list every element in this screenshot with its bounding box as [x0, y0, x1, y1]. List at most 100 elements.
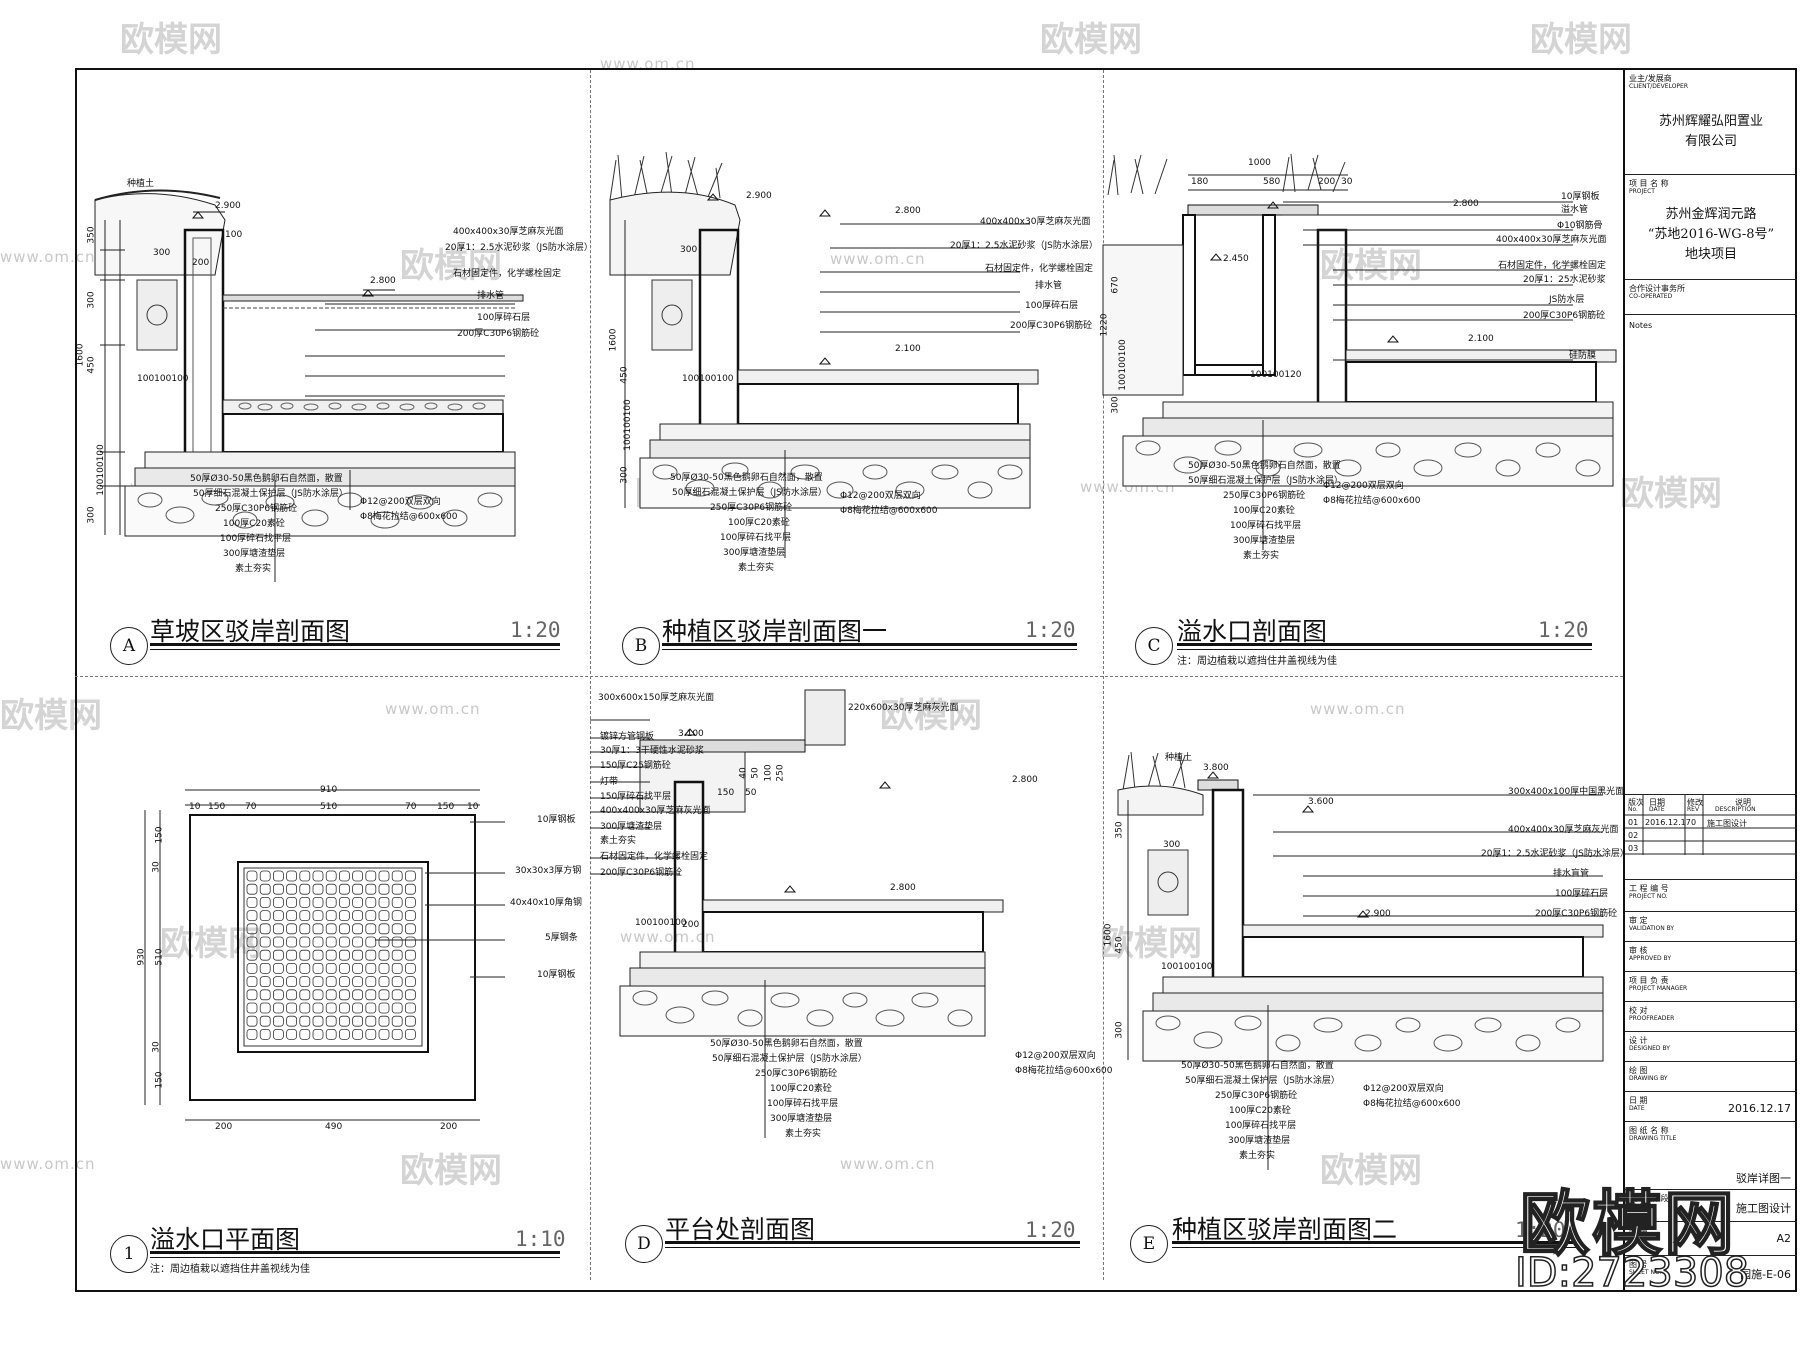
view-scale: 1:20 [1538, 618, 1589, 642]
rev-header: 版次 [1628, 798, 1644, 807]
grate-cell [286, 1028, 298, 1040]
grate-cell [404, 1028, 416, 1040]
grate-cell [286, 883, 298, 895]
grate-cell [272, 936, 284, 948]
section-b-view: 2.900 2.800 2.100 300 1600 450 300 10010… [590, 70, 1103, 670]
grate-cell [246, 910, 258, 922]
grate-cell [338, 883, 350, 895]
material-label: 10厚钢板 [537, 815, 576, 825]
grate-cell [286, 910, 298, 922]
tb-row-label: 项 目 负 责 [1629, 976, 1669, 985]
grate-cell [338, 989, 350, 1001]
grate-cell [404, 896, 416, 908]
material-label: 100厚碎石找平层 [220, 534, 292, 544]
dim-text: 300 [1163, 840, 1181, 850]
grate-cell [246, 1028, 258, 1040]
material-label: 5厚钢条 [545, 933, 578, 943]
view-tag: C [1135, 627, 1173, 665]
dim-text: 1000 [1248, 158, 1271, 168]
grate-cell [378, 923, 390, 935]
dim-text: 200 [215, 1122, 233, 1132]
grate-cell [352, 1015, 364, 1027]
dim-text: 150 [154, 1071, 165, 1089]
grate-cell [391, 896, 403, 908]
grate-cell [286, 936, 298, 948]
grate-cell [404, 923, 416, 935]
view-tag: 1 [110, 1235, 148, 1273]
material-label: 250厚C30P6钢筋砼 [755, 1069, 838, 1079]
elevation-label: 2.100 [895, 344, 921, 354]
view-note: 注：周边植栽以遮挡住井盖视线为佳 [1177, 656, 1337, 667]
view-title: 平台处剖面图 [665, 1215, 816, 1244]
rev-header: 修改 [1687, 798, 1703, 807]
view-title: 溢水口平面图 [150, 1225, 301, 1254]
notes-section: Notes [1625, 315, 1797, 795]
dim-text: 30 [151, 861, 162, 873]
material-label: 硅防膜 [1569, 351, 1597, 361]
grate-cell [272, 883, 284, 895]
tb-row-label: 图 纸 名 称 [1629, 1126, 1669, 1135]
material-label: 100厚碎石层 [477, 313, 531, 323]
grate-cell [325, 1015, 337, 1027]
elevation-label: 2.900 [215, 201, 241, 211]
watermark-logo: 欧模网 [0, 696, 102, 736]
tb-row-label: 日 期 [1629, 1096, 1648, 1105]
client-label: 业主/发展商 [1629, 74, 1672, 83]
grate-cell [365, 1015, 377, 1027]
section-d-drawing [590, 689, 1004, 1138]
watermark-logo: 欧模网 [1320, 246, 1422, 286]
elevation-label: 2.450 [1223, 254, 1249, 264]
tb-row-manager: 项 目 负 责 PROJECT MANAGER [1625, 972, 1797, 1002]
grate-cell [325, 910, 337, 922]
grate-cell [272, 976, 284, 988]
grate-cell [338, 870, 350, 882]
title-block: 业主/发展商 CLIENT/DEVELOPER 苏州辉耀弘阳置业 有限公司 项 … [1623, 70, 1797, 1290]
tb-row-label: 图 幅 [1629, 1226, 1648, 1235]
grate-cell [352, 1028, 364, 1040]
coop-label: 合作设计事务所 [1629, 284, 1685, 293]
rebar-label: Φ8梅花拉结@600x600 [840, 506, 938, 516]
material-label: 400x400x30厚芝麻灰光面 [1508, 825, 1619, 835]
project-section: 项 目 名 称 PROJECT 苏州金辉润元路 “苏地2016-WG-8号” 地… [1625, 175, 1797, 280]
grate-cell [365, 1028, 377, 1040]
grate-cell [246, 896, 258, 908]
grate-cell [352, 989, 364, 1001]
grate-cell [325, 1002, 337, 1014]
title-underline [665, 1247, 1080, 1248]
grate-cell [338, 923, 350, 935]
grate-cell [272, 962, 284, 974]
grate-cell [391, 1015, 403, 1027]
title-underline [662, 649, 1077, 650]
material-label: 50厚Ø30-50黑色鹅卵石自然面，散置 [670, 473, 823, 483]
material-label: JS防水层 [1549, 295, 1585, 305]
dim-text: 300 [680, 245, 698, 255]
grate-cell [378, 1002, 390, 1014]
grate-cell [404, 883, 416, 895]
watermark-site: www.om.cn [0, 248, 96, 266]
material-label: 250厚C30P6钢筋砼 [1215, 1091, 1298, 1101]
grate-cell [272, 910, 284, 922]
grate-cell [246, 923, 258, 935]
tb-row-sheet-no: 图 号 SHEET NO. 园施-E-06 [1625, 1256, 1797, 1290]
grate-cell [391, 989, 403, 1001]
view-tag: A [110, 627, 148, 665]
material-label: 200厚C30P6钢筋砼 [1010, 321, 1093, 331]
tb-row-approved: 审 核 APPROVED BY [1625, 942, 1797, 972]
grate-cell [352, 896, 364, 908]
view-title: 草坡区驳岸剖面图 [150, 617, 351, 646]
material-label: 400x400x30厚芝麻灰光面 [453, 227, 564, 237]
material-label: 100厚C20素砼 [770, 1084, 832, 1094]
view-note: 注：周边植栽以遮挡住井盖视线为佳 [150, 1264, 310, 1275]
elevation-label: 2.900 [746, 191, 772, 201]
grate-cell [259, 896, 271, 908]
material-label: 30厚1：3干硬性水泥砂浆 [600, 746, 704, 756]
grate-cell [299, 923, 311, 935]
watermark-logo: 欧模网 [1530, 20, 1632, 60]
material-label: 石材固定件，化学螺栓固定 [600, 852, 709, 862]
grate-cell [365, 870, 377, 882]
grate-cell [312, 870, 324, 882]
material-label: 150厚C25钢筋砼 [600, 761, 671, 771]
tb-row-label: 审 定 [1629, 916, 1648, 925]
material-label: 素土夯实 [785, 1129, 822, 1139]
material-label: 50厚Ø30-50黑色鹅卵石自然面，散置 [1188, 461, 1341, 471]
